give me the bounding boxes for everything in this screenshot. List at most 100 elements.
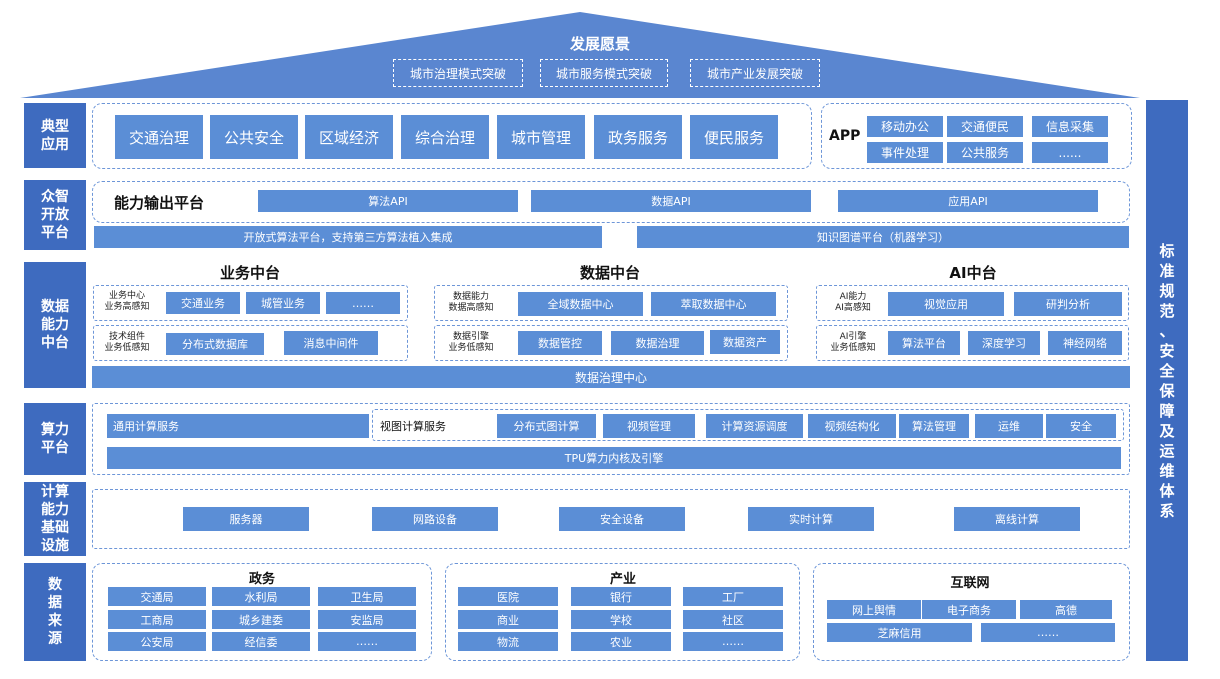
extract-data-center[interactable]: 萃取数据中心: [651, 292, 776, 316]
algorithm-api[interactable]: 算法API: [258, 190, 518, 212]
view-compute-item[interactable]: 视频管理: [603, 414, 695, 438]
infra-group: [92, 489, 1130, 549]
message-middleware[interactable]: 消息中间件: [284, 331, 378, 355]
industry-source-item[interactable]: 物流: [458, 632, 558, 651]
infra-item[interactable]: 服务器: [183, 507, 309, 531]
app-item-button[interactable]: 事件处理: [867, 142, 943, 163]
vision-title: 发展愿景: [569, 35, 630, 53]
analysis-judgment[interactable]: 研判分析: [1014, 292, 1122, 316]
data-middle-title: 数据中台: [579, 264, 640, 282]
industry-source-item[interactable]: 工厂: [683, 587, 783, 606]
internet-source-item[interactable]: 网上舆情: [827, 600, 921, 619]
view-compute-item[interactable]: 运维: [975, 414, 1043, 438]
vision-application[interactable]: 视觉应用: [888, 292, 1004, 316]
gov-source-item[interactable]: 卫生局: [318, 587, 416, 606]
industry-source-item[interactable]: 银行: [571, 587, 671, 606]
gov-source-item[interactable]: 交通局: [108, 587, 206, 606]
neural-network[interactable]: 神经网络: [1048, 331, 1122, 355]
standards-bar-char: 准: [1159, 261, 1175, 280]
gov-source-item[interactable]: 公安局: [108, 632, 206, 651]
business-row1-group: [93, 285, 408, 321]
internet-source-item[interactable]: ……: [981, 623, 1115, 642]
app-item-button[interactable]: 移动办公: [867, 116, 943, 137]
gov-source-item[interactable]: 安监局: [318, 610, 416, 629]
typical-app-button[interactable]: 区域经济: [305, 115, 393, 159]
gov-source-item[interactable]: 城乡建委: [212, 610, 310, 629]
traffic-business[interactable]: 交通业务: [166, 292, 240, 314]
data-governance[interactable]: 数据治理: [611, 331, 704, 355]
algorithm-platform[interactable]: 算法平台: [888, 331, 960, 355]
industry-source-item[interactable]: 学校: [571, 610, 671, 629]
view-compute-item[interactable]: 分布式图计算: [497, 414, 596, 438]
data-control[interactable]: 数据管控: [518, 331, 602, 355]
typical-app-button[interactable]: 城市管理: [497, 115, 585, 159]
typical-app-button[interactable]: 政务服务: [594, 115, 682, 159]
data-row2-label: 数据引擎业务低感知: [448, 332, 494, 353]
deep-learning[interactable]: 深度学习: [968, 331, 1040, 355]
view-compute-item[interactable]: 视频结构化: [808, 414, 896, 438]
internet-source-item[interactable]: 电子商务: [922, 600, 1016, 619]
infra-item[interactable]: 实时计算: [748, 507, 874, 531]
infra-item[interactable]: 网路设备: [372, 507, 498, 531]
data-assets[interactable]: 数据资产: [710, 330, 780, 354]
general-compute-service[interactable]: 通用计算服务: [107, 414, 369, 438]
gov-title: 政务: [248, 572, 275, 587]
internet-source-item[interactable]: 高德: [1020, 600, 1112, 619]
vision-item: 城市服务模式突破: [540, 59, 668, 87]
internet-source-item[interactable]: 芝麻信用: [827, 623, 972, 642]
typical-app-button[interactable]: 公共安全: [210, 115, 298, 159]
view-compute-item[interactable]: 计算资源调度: [706, 414, 803, 438]
gov-source-item[interactable]: 水利局: [212, 587, 310, 606]
data-api[interactable]: 数据API: [531, 190, 811, 212]
gov-source-item[interactable]: 工商局: [108, 610, 206, 629]
city-business[interactable]: 城管业务: [246, 292, 320, 314]
app-item-button[interactable]: 公共服务: [947, 142, 1023, 163]
business-row2-label: 技术组件业务低感知: [104, 332, 150, 353]
industry-source-item[interactable]: ……: [683, 632, 783, 651]
layer-label-sources: 数据来源: [24, 563, 86, 661]
standards-bar-char: 全: [1159, 361, 1175, 380]
capability-output-group: [92, 181, 1130, 223]
global-data-center[interactable]: 全域数据中心: [518, 292, 643, 316]
ai-row2-label: AI引擎业务低感知: [830, 332, 876, 353]
business-more[interactable]: ……: [326, 292, 400, 314]
industry-title: 产业: [609, 572, 636, 587]
standards-bar-char: 系: [1159, 501, 1175, 520]
industry-source-item[interactable]: 医院: [458, 587, 558, 606]
typical-app-button[interactable]: 交通治理: [115, 115, 203, 159]
infra-item[interactable]: 离线计算: [954, 507, 1080, 531]
layer-label-compute: 算力平台: [24, 403, 86, 475]
standards-bar-char: 标: [1159, 241, 1175, 260]
standards-bar-char: 体: [1159, 481, 1175, 500]
industry-source-item[interactable]: 社区: [683, 610, 783, 629]
view-compute-item[interactable]: 安全: [1046, 414, 1116, 438]
standards-bar-char: 规: [1159, 281, 1175, 300]
data-governance-center[interactable]: 数据治理中心: [92, 366, 1130, 388]
tpu-engine[interactable]: TPU算力内核及引擎: [107, 447, 1121, 469]
layer-label-data-middle: 数据能力中台: [24, 262, 86, 388]
distributed-db[interactable]: 分布式数据库: [166, 333, 264, 355]
view-compute-item[interactable]: 算法管理: [899, 414, 969, 438]
gov-source-item[interactable]: ……: [318, 632, 416, 651]
view-compute-group: [372, 409, 1124, 441]
application-api[interactable]: 应用API: [838, 190, 1098, 212]
vision-item: 城市产业发展突破: [690, 59, 820, 87]
infra-item[interactable]: 安全设备: [559, 507, 685, 531]
industry-source-item[interactable]: 商业: [458, 610, 558, 629]
typical-app-button[interactable]: 综合治理: [401, 115, 489, 159]
standards-bar-char: 范: [1159, 301, 1175, 320]
internet-source-group: [813, 563, 1130, 661]
app-item-button[interactable]: 交通便民: [947, 116, 1023, 137]
standards-bar-char: 安: [1159, 341, 1175, 360]
app-item-button[interactable]: 信息采集: [1032, 116, 1108, 137]
ai-middle-title: AI中台: [949, 264, 997, 282]
standards-bar-char: 及: [1159, 421, 1175, 440]
gov-source-item[interactable]: 经信委: [212, 632, 310, 651]
knowledge-graph-platform[interactable]: 知识图谱平台（机器学习）: [637, 226, 1129, 248]
gov-source-group: [92, 563, 432, 661]
industry-source-item[interactable]: 农业: [571, 632, 671, 651]
typical-app-button[interactable]: 便民服务: [690, 115, 778, 159]
app-item-button[interactable]: ......: [1032, 142, 1108, 163]
data-row1-group: [434, 285, 788, 321]
open-algorithm-platform[interactable]: 开放式算法平台，支持第三方算法植入集成: [94, 226, 602, 248]
